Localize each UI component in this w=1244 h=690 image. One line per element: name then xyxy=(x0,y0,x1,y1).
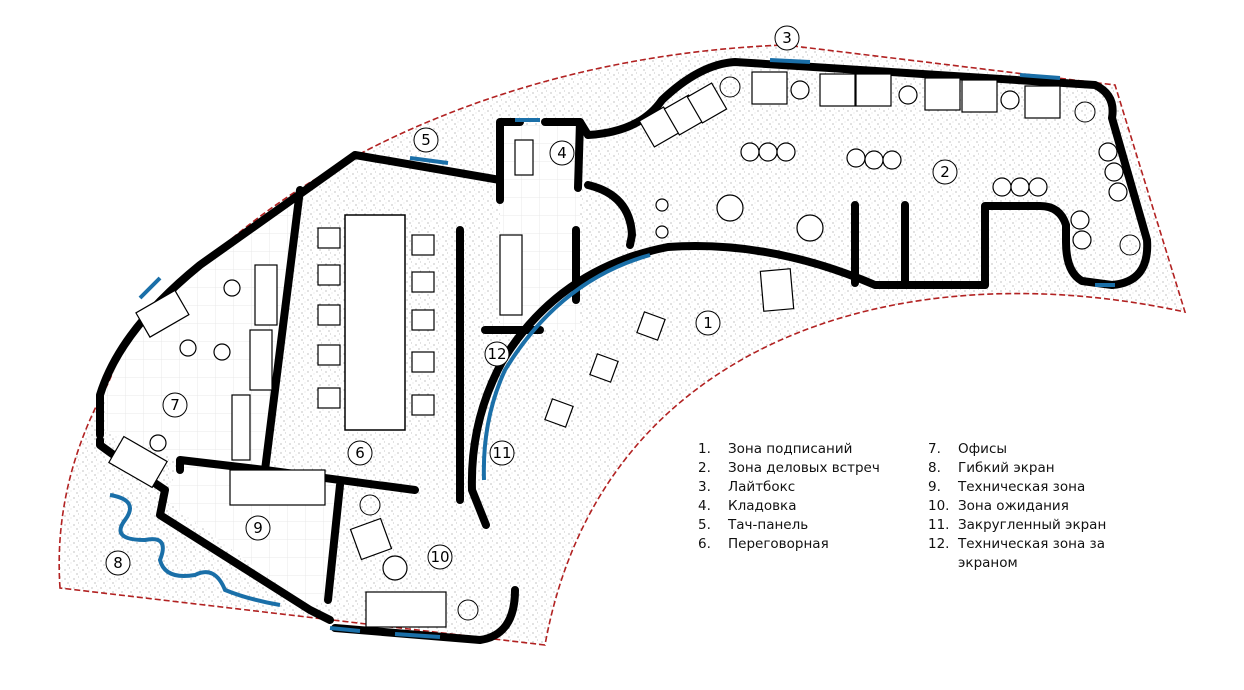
zone-marker-8: 8 xyxy=(105,550,131,576)
zone-marker-10: 10 xyxy=(427,544,453,570)
zone-marker-12: 12 xyxy=(484,341,510,367)
legend-label: Зона подписаний xyxy=(728,441,853,457)
legend-label: Техническая зона xyxy=(958,479,1086,495)
legend-num: 12. xyxy=(928,536,950,552)
zone-marker-11: 11 xyxy=(489,440,515,466)
zone-marker-1: 1 xyxy=(695,310,721,336)
legend-num: 7. xyxy=(928,441,941,457)
rounded-screen xyxy=(481,253,651,481)
svg-text:6: 6 xyxy=(355,444,365,462)
plants xyxy=(359,76,1141,621)
screens xyxy=(109,58,1115,639)
legend-item: 12. Техническая зона за экраном xyxy=(928,535,1128,573)
legend-label: Лайтбокс xyxy=(728,479,796,495)
legend-num: 9. xyxy=(928,479,941,495)
svg-text:11: 11 xyxy=(492,444,511,462)
zone-marker-2: 2 xyxy=(932,159,958,185)
legend-num: 1. xyxy=(698,441,711,457)
legend-label: Закругленный экран xyxy=(958,517,1107,533)
zone-marker-9: 9 xyxy=(245,515,271,541)
legend-item: 5. Тач-панель xyxy=(698,516,898,535)
legend-num: 5. xyxy=(698,517,711,533)
legend-num: 8. xyxy=(928,460,941,476)
svg-text:12: 12 xyxy=(487,345,506,363)
zone-marker-4: 4 xyxy=(549,140,575,166)
legend-label: Гибкий экран xyxy=(958,460,1055,476)
svg-text:5: 5 xyxy=(421,131,431,149)
legend-label: Зона ожидания xyxy=(958,498,1069,514)
zone-marker-5: 5 xyxy=(413,127,439,153)
legend-label: Переговорная xyxy=(728,536,829,552)
meeting-table xyxy=(317,214,435,431)
svg-text:2: 2 xyxy=(940,163,950,181)
legend-num: 4. xyxy=(698,498,711,514)
svg-text:3: 3 xyxy=(782,29,792,47)
legend-item: 2. Зона деловых встреч xyxy=(698,459,898,478)
legend-label: Офисы xyxy=(958,441,1008,457)
zone-markers: 1 2 3 4 5 6 7 8 9 10 11 12 xyxy=(105,25,958,576)
legend-item: 4. Кладовка xyxy=(698,497,898,516)
legend-label: Техническая зона за экраном xyxy=(958,536,1105,571)
legend-num: 3. xyxy=(698,479,711,495)
svg-text:8: 8 xyxy=(113,554,123,572)
legend-item: 1. Зона подписаний xyxy=(698,440,898,459)
svg-text:10: 10 xyxy=(430,548,449,566)
legend-num: 10. xyxy=(928,498,950,514)
legend-item: 10. Зона ожидания xyxy=(928,497,1128,516)
legend-item: 8. Гибкий экран xyxy=(928,459,1128,478)
flexible-screen xyxy=(109,493,281,607)
svg-text:4: 4 xyxy=(557,144,567,162)
legend-item: 11. Закругленный экран xyxy=(928,516,1128,535)
svg-text:7: 7 xyxy=(170,396,180,414)
zone-marker-3: 3 xyxy=(774,25,800,51)
zone-marker-7: 7 xyxy=(162,392,188,418)
svg-text:1: 1 xyxy=(703,314,713,332)
legend-num: 6. xyxy=(698,536,711,552)
legend-column-2: 7. Офисы 8. Гибкий экран 9. Техническая зон… xyxy=(928,440,1128,573)
touch-panel xyxy=(409,156,449,165)
legend-num: 2. xyxy=(698,460,711,476)
legend-item: 6. Переговорная xyxy=(698,535,898,554)
svg-text:9: 9 xyxy=(253,519,263,537)
legend-label: Кладовка xyxy=(728,498,797,514)
legend-label: Зона деловых встреч xyxy=(728,460,880,476)
legend: 1.Зона подписаний 2.Зона деловых встреч … xyxy=(698,440,1128,573)
legend-item: 3. Лайтбокс xyxy=(698,478,898,497)
zone-marker-6: 6 xyxy=(347,440,373,466)
legend-item: 9. Техническая зона xyxy=(928,478,1128,497)
legend-num: 11. xyxy=(928,517,950,533)
legend-item: 7. Офисы xyxy=(928,440,1128,459)
legend-label: Тач-панель xyxy=(728,517,809,533)
legend-column-1: 1.Зона подписаний 2.Зона деловых встреч … xyxy=(698,440,898,573)
lounge-furniture xyxy=(108,71,1128,628)
